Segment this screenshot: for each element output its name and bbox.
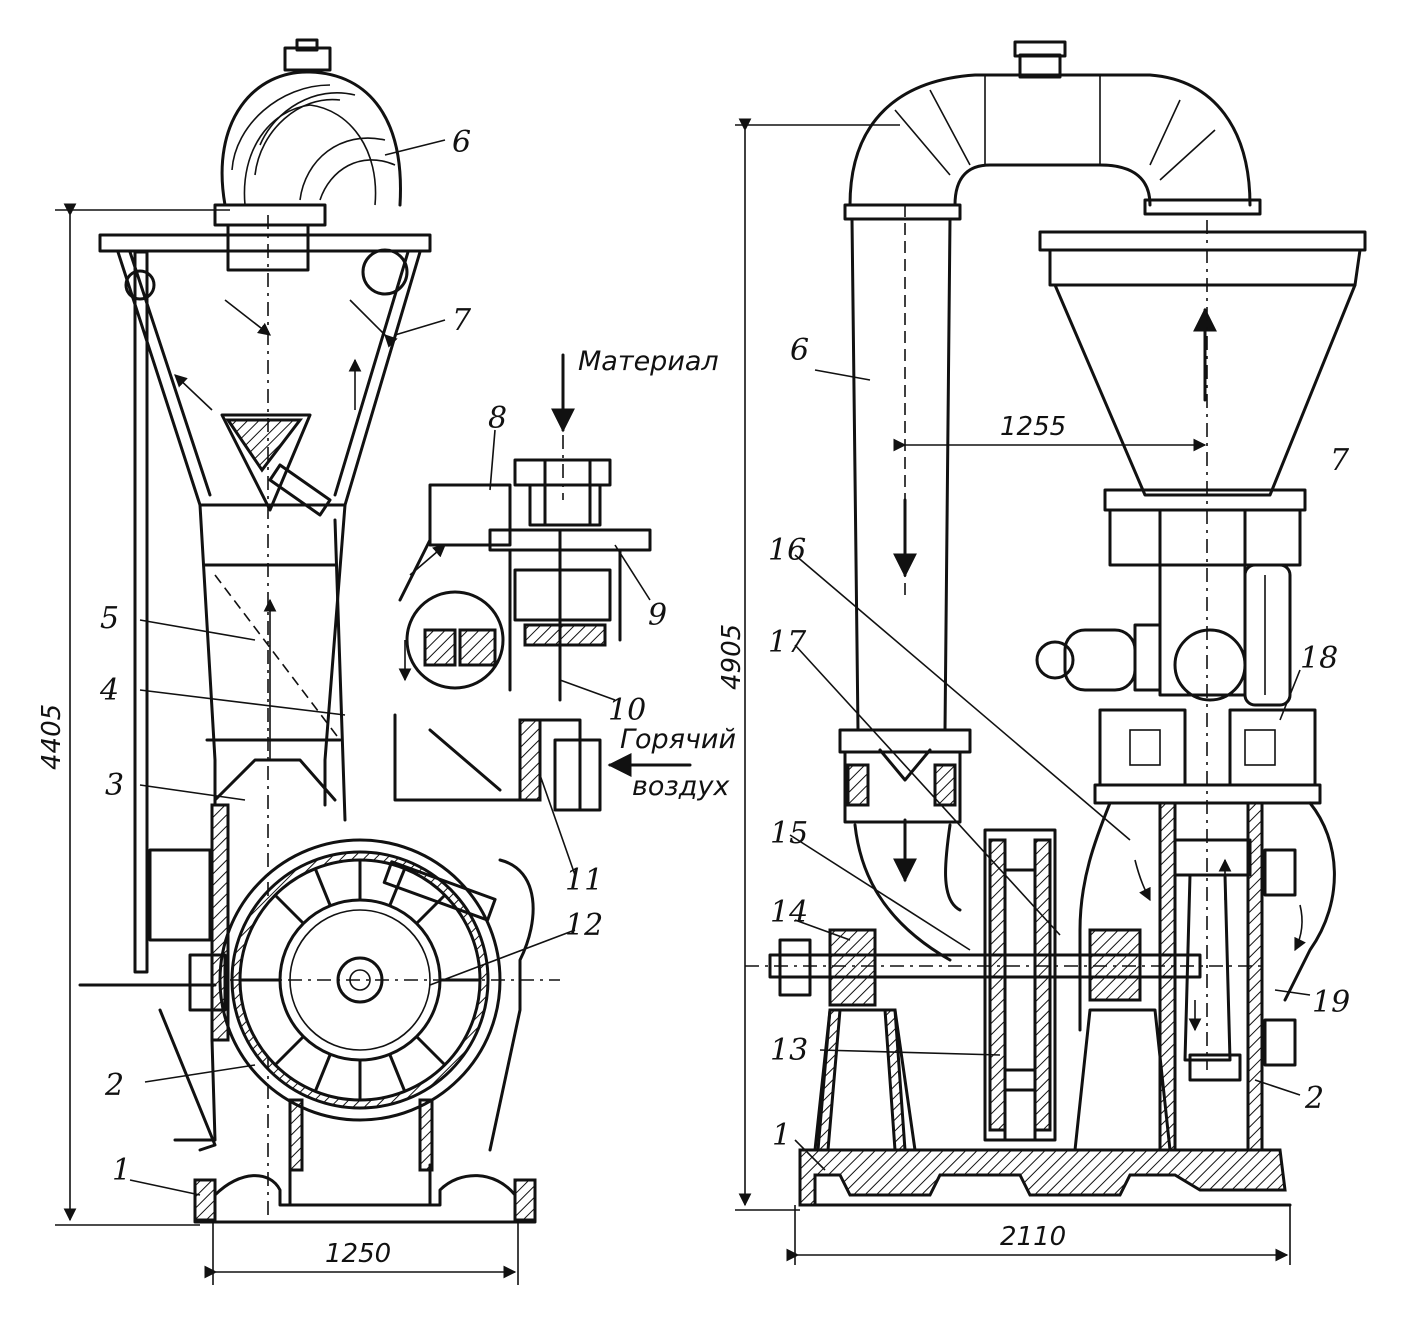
left-top-cover (98, 233, 432, 253)
left-callout-8: 8 (488, 401, 507, 436)
left-dim-height: 4405 (37, 704, 67, 770)
right-chamber-wall (1078, 801, 1112, 1032)
right-drive (1035, 508, 1322, 805)
left-feeder (393, 458, 652, 812)
left-view: 1 2 3 4 5 6 7 8 9 10 11 12 Материал Горя… (37, 38, 736, 1285)
right-dim-width: 2110 (1000, 1222, 1066, 1252)
right-callout-18: 18 (1300, 641, 1338, 676)
right-callout-2: 2 (1304, 1081, 1324, 1116)
left-rod (133, 250, 149, 974)
left-callout-6: 6 (452, 125, 471, 160)
left-spiral-duct (213, 38, 402, 272)
left-callout-5: 5 (100, 601, 119, 636)
right-dim-center: 1255 (1000, 412, 1066, 442)
left-base (193, 1178, 537, 1222)
right-dim-height: 4905 (717, 624, 747, 690)
right-down-pipe (850, 217, 952, 732)
left-distributor (213, 758, 337, 802)
right-callout-7: 7 (1330, 443, 1350, 478)
left-callout-10: 10 (608, 693, 646, 728)
right-base (798, 1148, 1287, 1207)
left-callout-9: 9 (648, 598, 667, 633)
right-callout-19: 19 (1312, 985, 1350, 1020)
right-pedestal-right (1073, 1008, 1172, 1152)
air-label: воздух (632, 771, 730, 802)
right-callout-13: 13 (770, 1033, 808, 1068)
right-separator-box (838, 728, 972, 962)
left-callout-4: 4 (99, 673, 119, 708)
right-callout-6: 6 (790, 333, 809, 368)
right-callout-16: 16 (768, 533, 806, 568)
left-callout-11: 11 (565, 863, 603, 898)
left-callout-2: 2 (104, 1068, 124, 1103)
right-callout-15: 15 (770, 816, 808, 851)
left-callout-3: 3 (105, 768, 124, 803)
right-wheel (983, 828, 1057, 1142)
right-callout-14: 14 (770, 895, 808, 930)
left-leader-lines (129, 139, 651, 1196)
right-leader-lines (789, 369, 1311, 1171)
left-dim-width: 1250 (325, 1239, 391, 1269)
right-view: 1 2 6 7 13 14 15 16 17 18 19 4905 1255 2… (717, 40, 1367, 1265)
left-callout-12: 12 (565, 908, 603, 943)
right-top-duct (843, 40, 1262, 221)
left-rotor-casing (218, 838, 560, 1122)
left-callout-7: 7 (452, 303, 472, 338)
hot-label: Горячий (620, 724, 736, 755)
right-callout-1: 1 (772, 1118, 791, 1153)
material-label: Материал (578, 346, 719, 377)
left-callout-1: 1 (112, 1153, 131, 1188)
right-callout-17: 17 (768, 625, 807, 660)
